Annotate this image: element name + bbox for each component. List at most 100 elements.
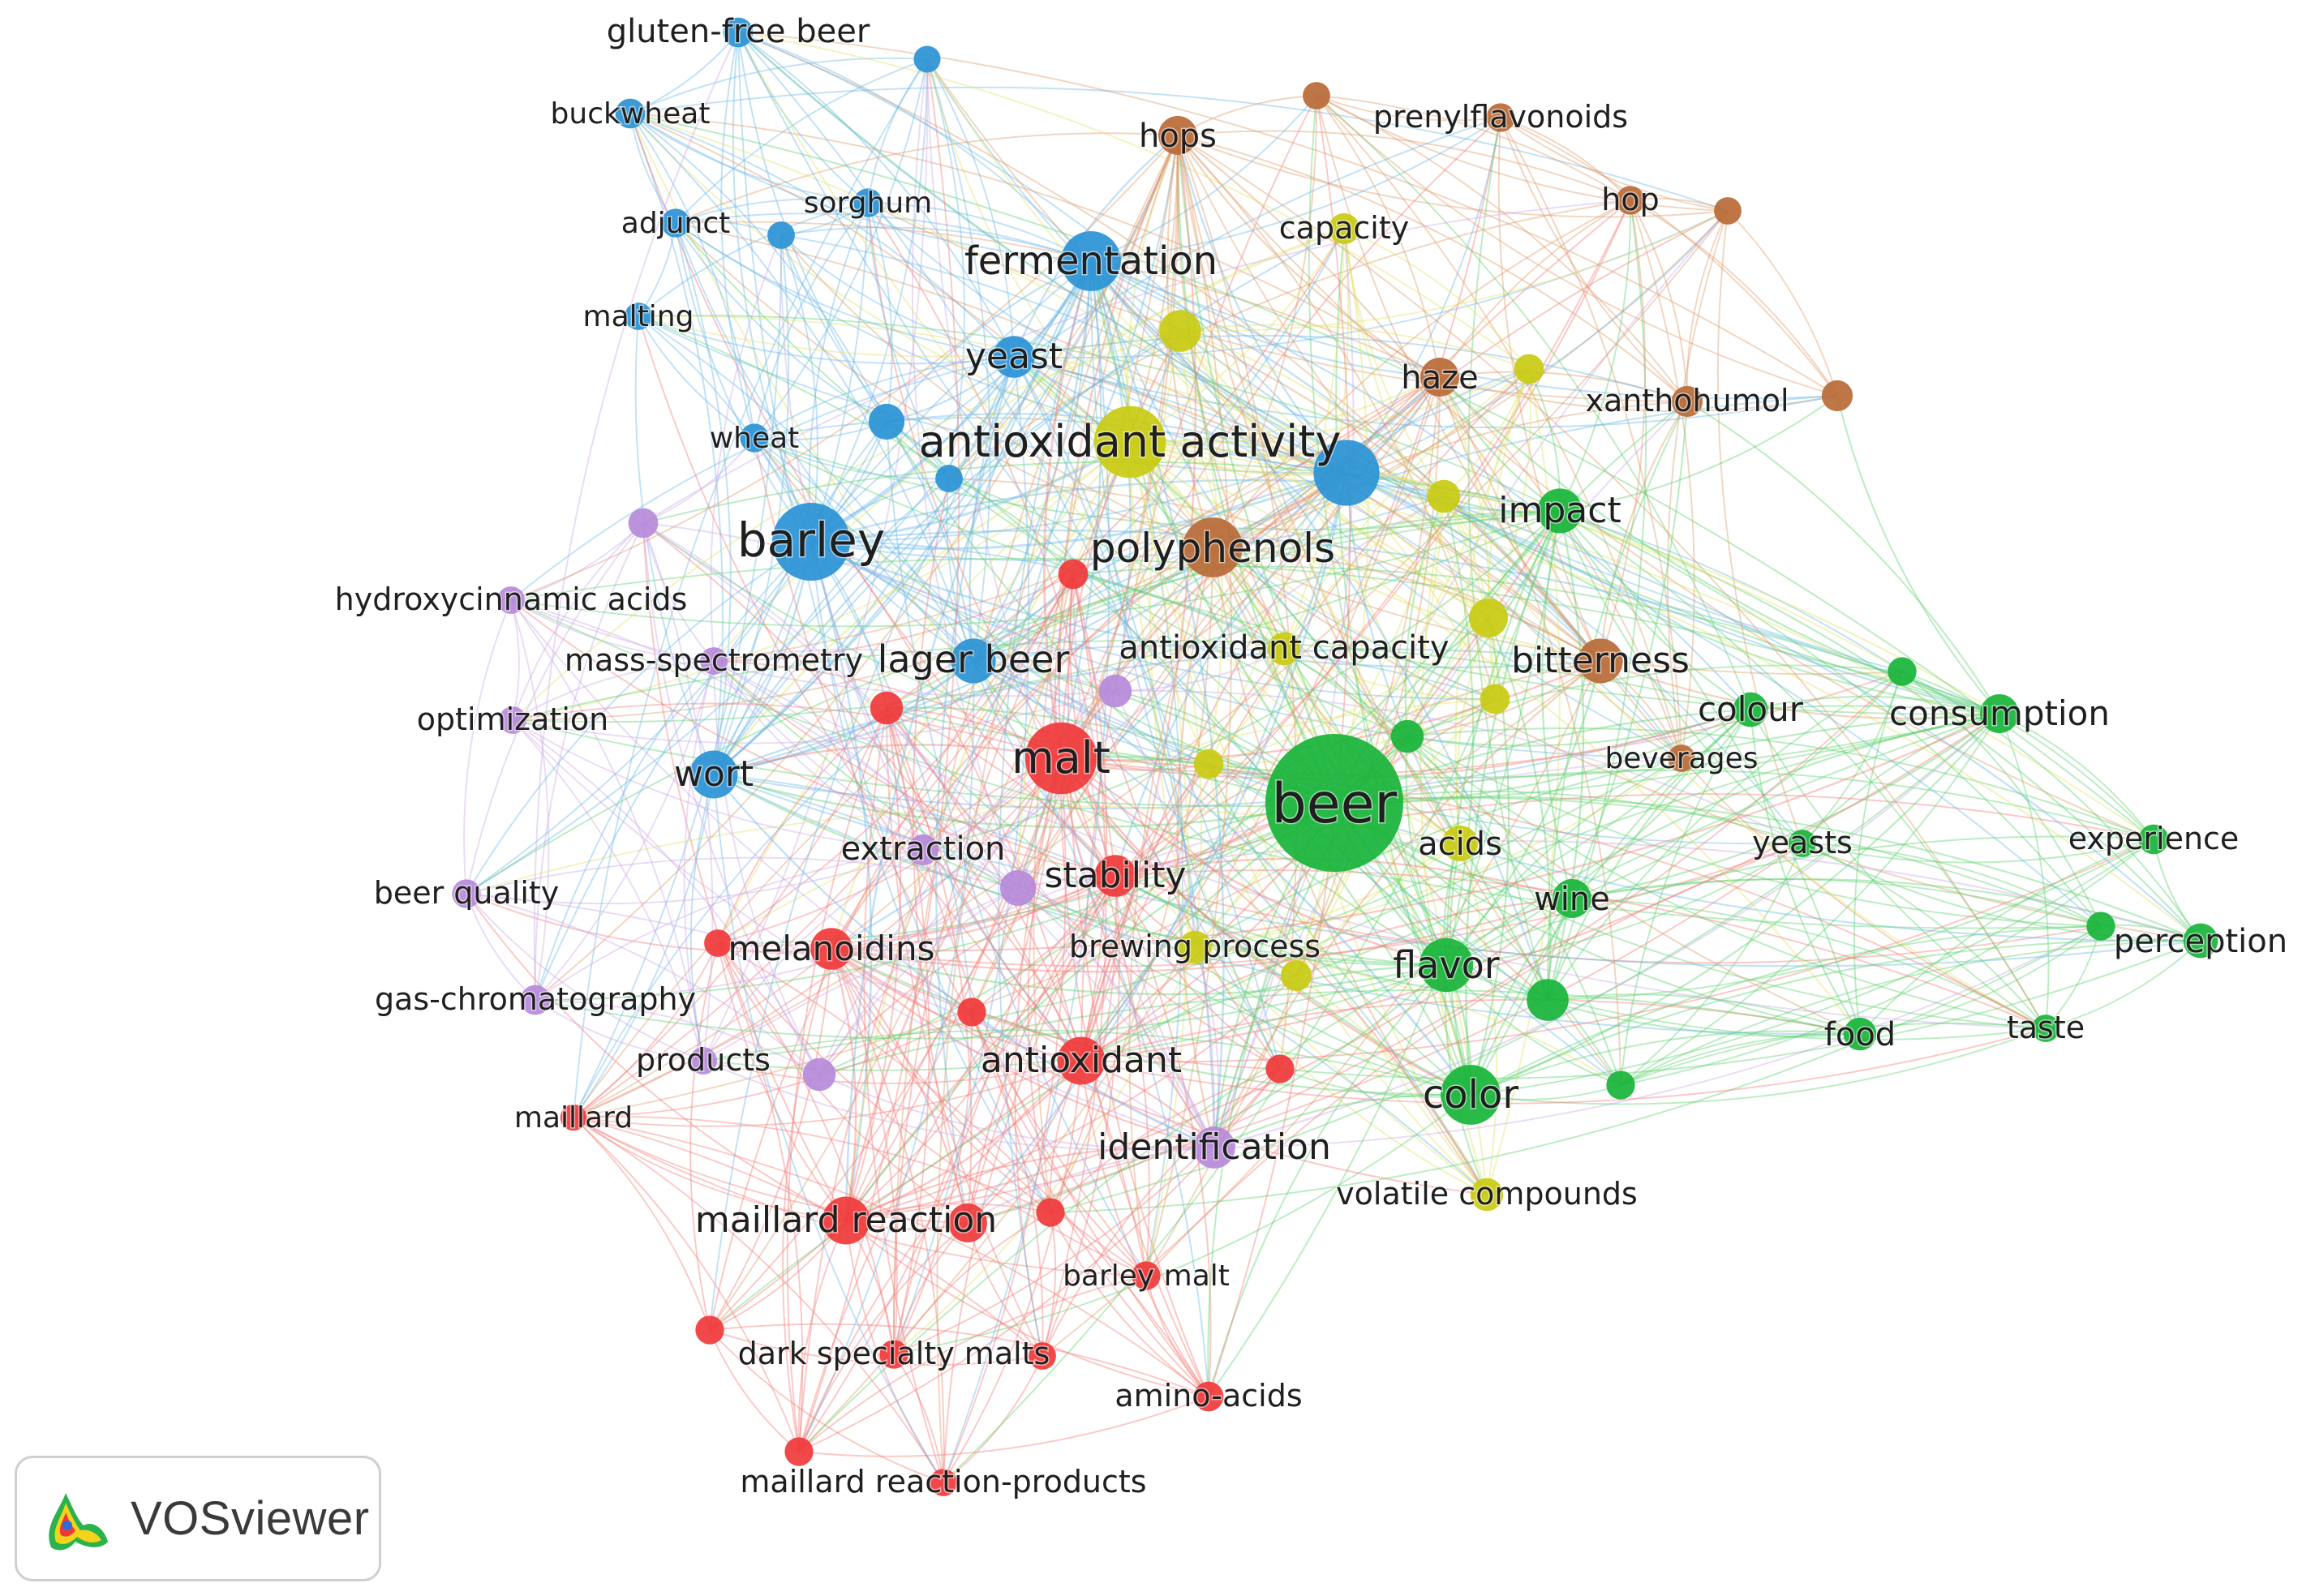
node-maillard-reaction-products[interactable] [930, 1469, 957, 1496]
node-n-red-10[interactable] [784, 1437, 814, 1466]
node-n-blue-2[interactable] [767, 221, 795, 249]
node-label-beverages[interactable]: beverages [1604, 741, 1759, 777]
node-label-barley[interactable]: barley [736, 512, 886, 569]
node-taste[interactable] [2032, 1015, 2059, 1042]
node-lager-beer[interactable] [951, 638, 996, 684]
node-n-yellow-4[interactable] [1469, 598, 1508, 637]
node-gluten-free-beer[interactable] [723, 17, 754, 48]
node-consumption[interactable] [1980, 694, 2019, 733]
node-label-identification[interactable]: identification [1097, 1126, 1333, 1169]
node-label-wheat[interactable]: wheat [708, 421, 801, 457]
node-label-melanoidins[interactable]: melanoidins [727, 928, 936, 970]
node-antioxidant-activity[interactable] [1093, 405, 1166, 478]
node-hydroxycinnamic-acids[interactable] [497, 586, 525, 614]
node-label-optimization[interactable]: optimization [415, 701, 609, 739]
vosviewer-badge[interactable]: VOSviewer [15, 1456, 381, 1581]
node-prenylflavonoids[interactable] [1486, 103, 1515, 132]
node-fermentation[interactable] [1061, 231, 1121, 291]
node-maillard[interactable] [560, 1104, 587, 1131]
node-label-flavor[interactable]: flavor [1392, 942, 1501, 989]
node-label-color[interactable]: color [1421, 1071, 1519, 1119]
node-sorghum[interactable] [853, 188, 883, 217]
node-label-colour[interactable]: colour [1696, 689, 1805, 731]
node-n-brown-2[interactable] [1714, 197, 1742, 225]
node-n-red-1[interactable] [1058, 559, 1089, 590]
node-label-beer-quality[interactable]: beer quality [372, 874, 560, 912]
node-label-gas-chromatography[interactable]: gas-chromatography [373, 980, 697, 1019]
node-malting[interactable] [625, 302, 652, 330]
node-label-acids[interactable]: acids [1417, 825, 1504, 865]
node-n-green-1[interactable] [1390, 719, 1424, 753]
node-yeasts[interactable] [1789, 830, 1816, 857]
node-label-hop[interactable]: hop [1600, 181, 1660, 219]
node-beverages[interactable] [1668, 744, 1695, 772]
node-n-green-5[interactable] [1606, 1070, 1635, 1100]
node-label-dark-specialty-malts[interactable]: dark specialty malts [737, 1335, 1051, 1373]
node-stability[interactable] [1094, 855, 1136, 897]
node-brewing-process[interactable] [1178, 930, 1212, 964]
node-n-red-2[interactable] [870, 691, 904, 725]
node-label-volatile-compounds[interactable]: volatile compounds [1335, 1175, 1639, 1213]
node-n-red-5[interactable] [1265, 1054, 1295, 1083]
node-xanthohumol[interactable] [1671, 385, 1703, 418]
node-n-purple-3[interactable] [999, 869, 1037, 907]
node-label-amino-acids[interactable]: amino-acids [1114, 1377, 1304, 1415]
node-optimization[interactable] [499, 706, 526, 734]
node-n-blue-4[interactable] [935, 465, 963, 492]
node-n-red-4[interactable] [957, 998, 986, 1027]
node-label-malt[interactable]: malt [1011, 732, 1112, 785]
node-n-brown-1[interactable] [1303, 82, 1330, 109]
node-perception[interactable] [2183, 923, 2218, 959]
node-label-gluten-free-beer[interactable]: gluten-free beer [605, 12, 871, 52]
node-label-wine[interactable]: wine [1533, 880, 1612, 920]
node-label-lager-beer[interactable]: lager beer [876, 637, 1071, 683]
node-label-products[interactable]: products [635, 1041, 772, 1079]
node-wort[interactable] [689, 750, 738, 799]
node-label-beer[interactable]: beer [1270, 771, 1398, 838]
node-label-prenylflavonoids[interactable]: prenylflavonoids [1372, 98, 1629, 136]
node-label-malting[interactable]: malting [582, 299, 695, 335]
node-wheat[interactable] [740, 423, 769, 453]
node-gas-chromatography[interactable] [520, 985, 551, 1015]
node-label-antioxidant[interactable]: antioxidant [979, 1039, 1183, 1083]
node-label-adjunct[interactable]: adjunct [620, 206, 731, 242]
node-amino-acids[interactable] [1193, 1381, 1224, 1412]
node-n-red-6[interactable] [948, 1203, 987, 1242]
node-n-red-3[interactable] [704, 929, 732, 957]
node-label-antioxidant-capacity[interactable]: antioxidant capacity [1118, 629, 1450, 668]
node-extraction[interactable] [907, 834, 939, 866]
node-beer-quality[interactable] [452, 879, 481, 908]
node-n-brown-3[interactable] [1821, 380, 1853, 412]
node-n-red-7[interactable] [1036, 1198, 1065, 1227]
node-n-green-3[interactable] [2086, 912, 2115, 941]
node-bitterness[interactable] [1578, 638, 1623, 684]
node-barley-malt[interactable] [1132, 1261, 1161, 1290]
node-products[interactable] [689, 1047, 717, 1075]
node-label-consumption[interactable]: consumption [1888, 693, 2111, 735]
node-n-green-2[interactable] [1888, 657, 1917, 686]
node-label-extraction[interactable]: extraction [840, 830, 1007, 869]
node-barley[interactable] [772, 503, 850, 581]
node-n-blue-5[interactable] [1313, 440, 1380, 506]
node-label-experience[interactable]: experience [2067, 820, 2240, 858]
node-n-blue-3[interactable] [868, 403, 905, 440]
node-yeast[interactable] [993, 336, 1035, 378]
node-label-polyphenols[interactable]: polyphenols [1089, 524, 1336, 573]
node-n-yellow-6[interactable] [1193, 749, 1224, 779]
node-label-hydroxycinnamic-acids[interactable]: hydroxycinnamic acids [333, 581, 689, 619]
node-label-perception[interactable]: perception [2112, 922, 2288, 962]
node-antioxidant-capacity[interactable] [1267, 632, 1301, 666]
node-label-yeast[interactable]: yeast [964, 335, 1063, 379]
node-food[interactable] [1843, 1017, 1877, 1051]
node-flavor[interactable] [1419, 937, 1474, 993]
node-label-capacity[interactable]: capacity [1278, 209, 1410, 247]
node-malt[interactable] [1024, 722, 1097, 795]
node-label-food[interactable]: food [1823, 1015, 1896, 1055]
node-label-xanthohumol[interactable]: xanthohumol [1584, 382, 1790, 420]
node-label-impact[interactable]: impact [1497, 489, 1622, 533]
node-adjunct[interactable] [661, 208, 690, 238]
node-n-purple-4[interactable] [802, 1058, 836, 1092]
node-label-haze[interactable]: haze [1400, 358, 1480, 398]
node-label-bitterness[interactable]: bitterness [1510, 639, 1691, 683]
